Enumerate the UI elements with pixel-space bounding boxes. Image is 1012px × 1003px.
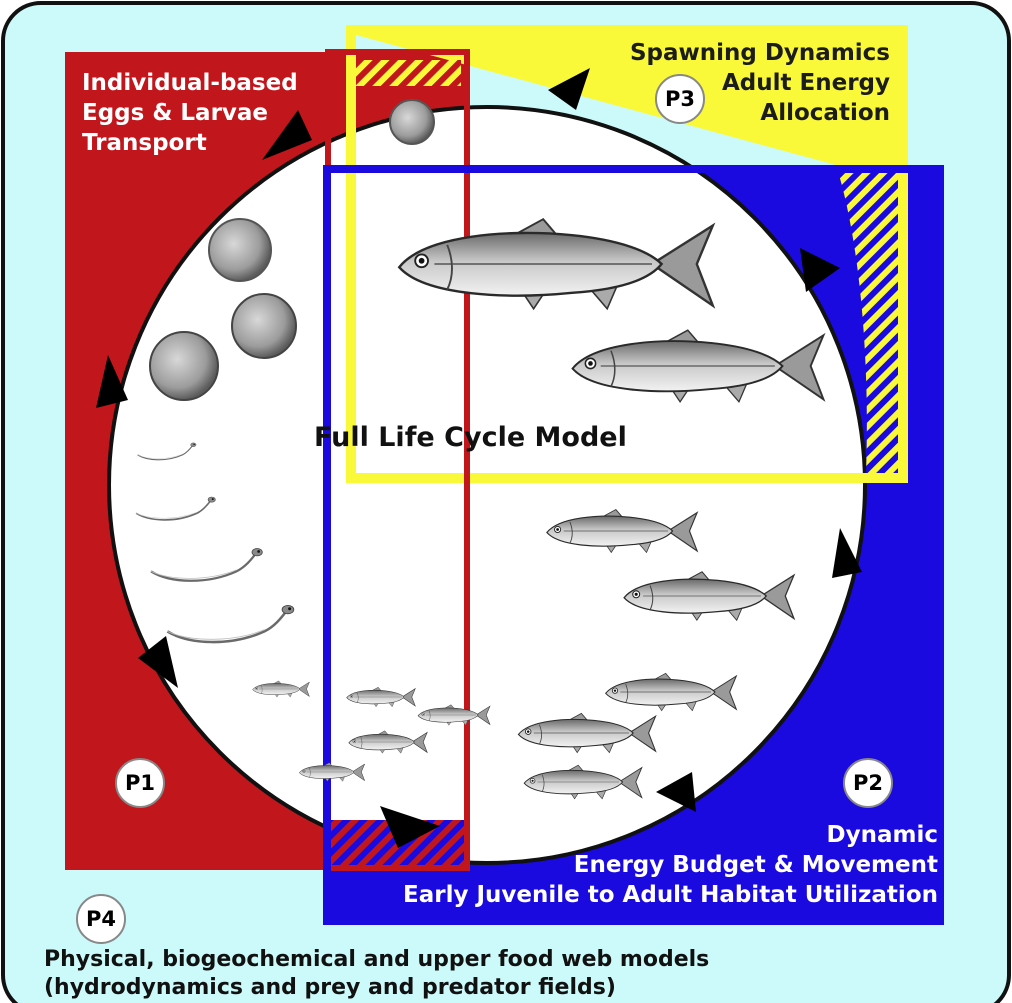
p3-yellow-top-fill — [356, 35, 898, 165]
p2-line-3: Early Juvenile to Adult Habitat Utilizat… — [403, 882, 938, 908]
p1-line-2: Eggs & Larvae — [82, 100, 269, 126]
p2-label: Dynamic Energy Budget & Movement Early J… — [403, 820, 938, 910]
red-yellow-hatch — [356, 60, 461, 86]
p1-badge: P1 — [115, 758, 165, 808]
egg-2 — [208, 218, 272, 282]
blue-yellow-hatch — [836, 165, 898, 473]
cycle-arrow-bottom — [380, 806, 440, 848]
egg-1 — [389, 99, 435, 145]
p4-line-1: Physical, biogeochemical and upper food … — [44, 947, 710, 972]
p4-label: Physical, biogeochemical and upper food … — [44, 946, 709, 1002]
p4-line-2: (hydrodynamics and prey and predator fie… — [44, 975, 616, 1000]
p2-badge: P2 — [843, 758, 893, 808]
p2-line-2: Energy Budget & Movement — [573, 852, 938, 878]
p2-line-1: Dynamic — [826, 822, 938, 848]
p3-line-2: Adult Energy — [721, 70, 890, 96]
p3-line-1: Spawning Dynamics — [629, 40, 890, 66]
p3-badge: P3 — [655, 74, 705, 124]
cycle-arrow-lower-left — [138, 636, 178, 688]
life-cycle-circle — [107, 105, 867, 865]
p3-yellow-frame — [346, 25, 908, 483]
cycle-arrow-left — [96, 355, 128, 408]
egg-3 — [231, 293, 297, 359]
p4-badge: P4 — [76, 894, 126, 944]
p1-line-3: Transport — [82, 130, 207, 156]
p1-label: Individual-based Eggs & Larvae Transport — [82, 68, 298, 158]
cycle-arrow-lower-right — [656, 772, 696, 812]
cycle-arrow-right — [832, 528, 862, 578]
p3-label: Spawning Dynamics Adult Energy Allocatio… — [630, 38, 890, 128]
cycle-arrow-upper-left — [262, 110, 312, 160]
p3-line-3: Allocation — [760, 100, 890, 126]
egg-4 — [149, 331, 219, 401]
p1-line-1: Individual-based — [82, 70, 298, 96]
cycle-arrow-upper-right — [800, 248, 840, 292]
cycle-arrow-top — [548, 68, 590, 110]
center-title: Full Life Cycle Model — [314, 422, 627, 453]
